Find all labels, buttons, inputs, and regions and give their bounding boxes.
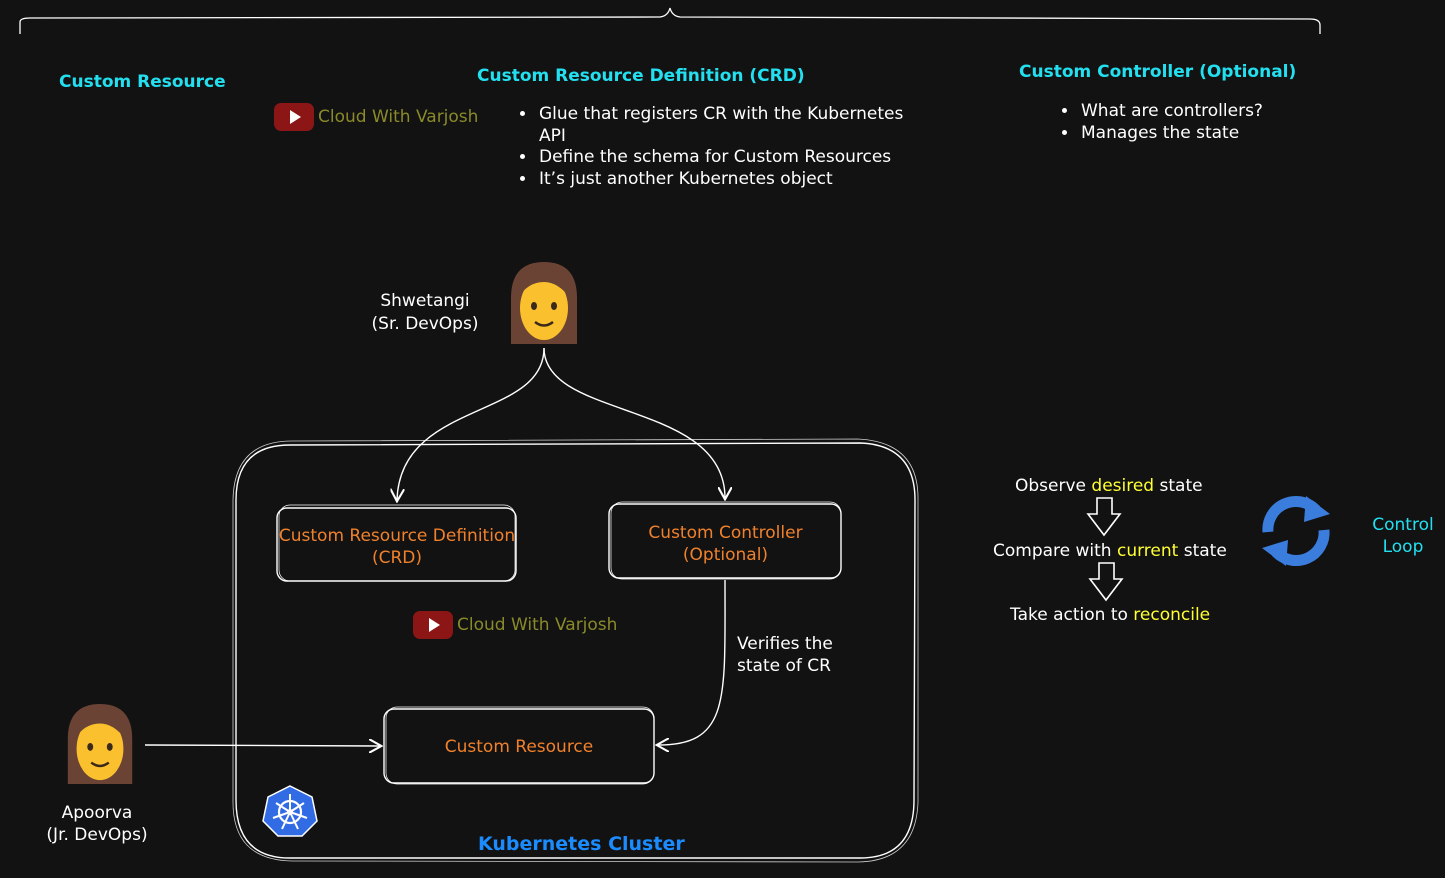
- step-text: Observe: [1015, 476, 1092, 496]
- cr-box: Custom Resource: [444, 737, 594, 757]
- woman-avatar-icon: [67, 704, 133, 784]
- watermark-middle: Cloud With Varjosh: [413, 611, 617, 639]
- crd-box-line2: (CRD): [371, 548, 423, 568]
- list-item: Glue that registers CR with the Kubernet…: [537, 104, 917, 147]
- senior-label: Shwetangi (Sr. DevOps): [360, 290, 490, 336]
- senior-name: Shwetangi: [380, 291, 470, 311]
- crd-box: Custom Resource Definition (CRD): [277, 525, 517, 569]
- watermark-top: Cloud With Varjosh: [274, 103, 478, 131]
- step-text: state: [1178, 541, 1227, 561]
- controller-box: Custom Controller (Optional): [609, 522, 842, 566]
- step-text: Compare with: [993, 541, 1117, 561]
- crd-bullet-list: Glue that registers CR with the Kubernet…: [515, 104, 917, 190]
- heading-custom-resource: Custom Resource: [59, 72, 226, 92]
- list-item: Manages the state: [1079, 123, 1339, 145]
- youtube-icon: [274, 103, 314, 131]
- woman-avatar-icon: [511, 262, 577, 344]
- step-highlight: desired: [1091, 476, 1155, 496]
- controller-box-line2: (Optional): [682, 545, 769, 565]
- youtube-icon: [413, 611, 453, 639]
- verifies-line1: Verifies the: [737, 634, 833, 654]
- step-highlight: current: [1117, 541, 1179, 561]
- control-loop-line2: Loop: [1382, 537, 1424, 557]
- cluster-label: Kubernetes Cluster: [478, 833, 685, 855]
- down-arrow-2: [1088, 562, 1124, 602]
- step-highlight: reconcile: [1133, 605, 1211, 625]
- senior-role: (Sr. DevOps): [371, 314, 479, 334]
- down-arrow-1: [1086, 497, 1122, 537]
- junior-label: Apoorva (Jr. DevOps): [32, 802, 162, 846]
- top-brace: [19, 7, 1321, 34]
- control-loop-label: Control Loop: [1362, 514, 1444, 558]
- arrow-junior-to-cr: [144, 745, 380, 746]
- controller-bullet-list: What are controllers? Manages the state: [1057, 101, 1339, 144]
- arrow-senior-to-controller: [543, 347, 725, 498]
- refresh-loop-icon: [1262, 495, 1330, 567]
- kubernetes-icon: [262, 785, 318, 837]
- step-text: state: [1154, 476, 1203, 496]
- crd-box-line1: Custom Resource Definition: [278, 526, 516, 546]
- verifies-label: Verifies the state of CR: [737, 633, 833, 677]
- control-loop-line1: Control: [1372, 515, 1434, 535]
- loop-step-reconcile: Take action to reconcile: [1010, 605, 1210, 625]
- list-item: What are controllers?: [1079, 101, 1339, 123]
- loop-step-compare: Compare with current state: [993, 541, 1227, 561]
- heading-controller: Custom Controller (Optional): [1019, 62, 1297, 82]
- step-text: Take action to: [1010, 605, 1134, 625]
- list-item: Define the schema for Custom Resources: [537, 147, 917, 169]
- list-item: It’s just another Kubernetes object: [537, 169, 917, 191]
- controller-box-line1: Custom Controller: [648, 523, 803, 543]
- cluster-outline: [235, 442, 916, 859]
- verifies-line2: state of CR: [737, 656, 831, 676]
- arrow-senior-to-crd: [397, 347, 545, 500]
- junior-role: (Jr. DevOps): [46, 825, 148, 845]
- watermark-text: Cloud With Varjosh: [457, 615, 618, 635]
- loop-step-observe: Observe desired state: [1015, 476, 1203, 496]
- watermark-text: Cloud With Varjosh: [318, 107, 479, 127]
- heading-crd: Custom Resource Definition (CRD): [477, 66, 805, 86]
- arrow-controller-to-cr: [658, 579, 726, 745]
- junior-name: Apoorva: [61, 803, 133, 823]
